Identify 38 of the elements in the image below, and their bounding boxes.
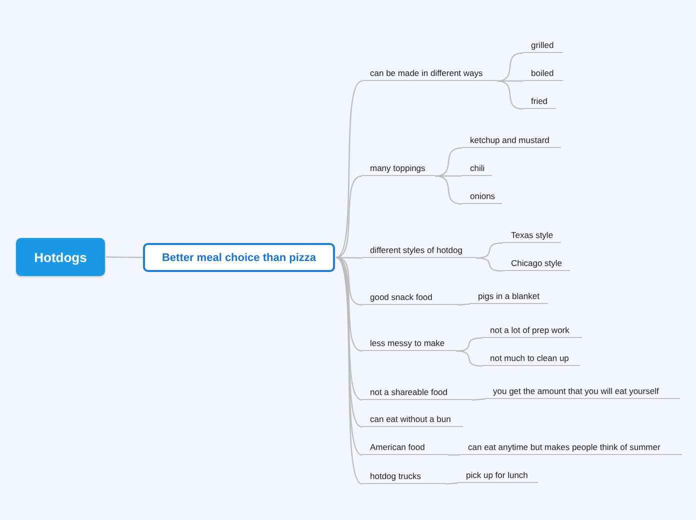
topic-label: hotdog trucks [362, 468, 446, 484]
topic-label: chili [462, 160, 492, 176]
topic-label: fried [523, 93, 556, 109]
topic-label: you get the amount that you will eat yourself [485, 383, 680, 399]
connector-line [336, 80, 362, 258]
topic-label: not much to clean up [482, 350, 580, 366]
connector-line [106, 256, 143, 258]
topic-label: not a lot of prep work [482, 322, 582, 338]
connector-line [448, 454, 460, 456]
connector-line [456, 350, 482, 367]
topic-label: Chicago style [503, 255, 570, 271]
connector-line [336, 175, 362, 258]
topic-label: not a shareable food [362, 384, 472, 400]
topic-label: many toppings [362, 160, 435, 176]
topic-label: less messy to make [362, 335, 456, 351]
topic-label: good snack food [362, 289, 458, 305]
topic-label: can eat anytime but makes people think of summer [460, 439, 682, 455]
topic-label: ketchup and mustard [462, 132, 561, 148]
connector-line [446, 482, 458, 485]
topic-label: can be made in different ways [362, 65, 497, 81]
connector-line [496, 52, 524, 82]
topic-label: grilled [523, 37, 563, 53]
connector-line [476, 257, 504, 272]
connector-line [472, 398, 486, 401]
main-topic-box: Better meal choice than pizza [143, 243, 335, 272]
topic-label: Texas style [503, 227, 561, 243]
topic-label: pigs in a blanket [470, 288, 548, 304]
connector-line [434, 175, 462, 205]
topic-label: boiled [523, 65, 563, 81]
topic-label: American food [362, 439, 448, 455]
connector-line [458, 303, 470, 306]
connector-line [434, 147, 462, 177]
topic-label: different styles of hotdog [362, 242, 476, 258]
connector-line [496, 80, 524, 110]
central-topic-box: Hotdogs [16, 238, 105, 276]
topic-label: can eat without a bun [362, 411, 463, 427]
topic-label: onions [462, 188, 502, 204]
topic-label: pick up for lunch [458, 467, 538, 483]
